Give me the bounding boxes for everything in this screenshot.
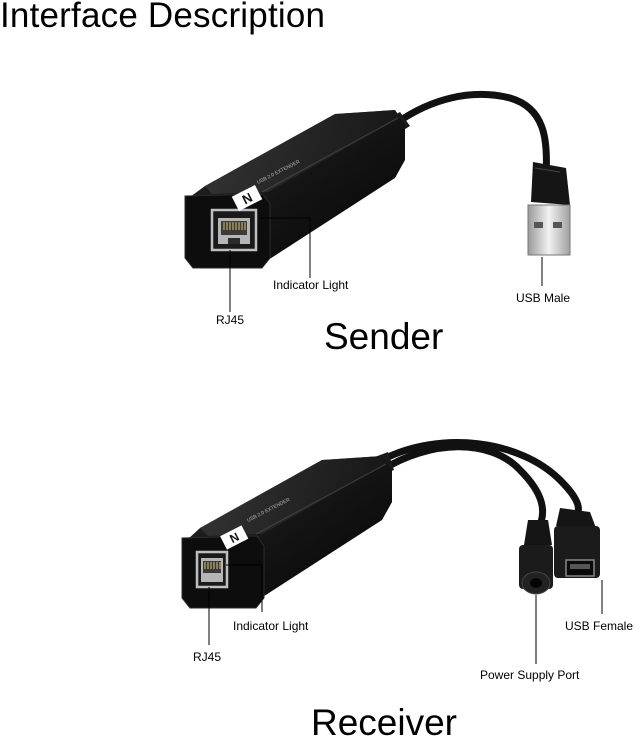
receiver-heading: Receiver (311, 702, 457, 743)
receiver-rj45-label: RJ45 (193, 650, 222, 664)
sender-heading: Sender (324, 316, 444, 357)
sender-indicator-label: Indicator Light (273, 278, 349, 292)
page-title: Interface Description (0, 0, 326, 35)
receiver-indicator-label: Indicator Light (233, 619, 309, 633)
receiver-device (181, 439, 600, 609)
receiver-leader-lines (208, 564, 603, 664)
sender-rj45-label: RJ45 (216, 313, 245, 327)
sender-leader-lines (229, 217, 543, 312)
receiver-power-port-label: Power Supply Port (480, 668, 580, 682)
sender-usb-male-label: USB Male (516, 291, 571, 305)
sender-device (184, 90, 571, 269)
receiver-usb-female-label: USB Female (565, 619, 634, 633)
